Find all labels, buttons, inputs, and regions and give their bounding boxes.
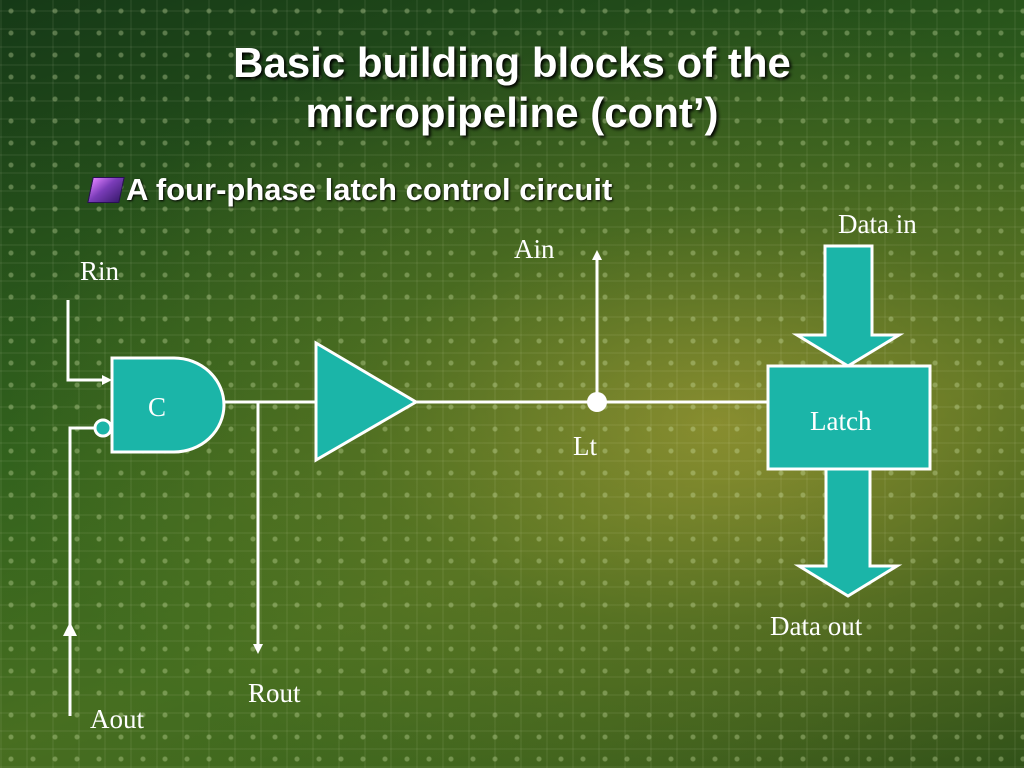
c-gate-label: C (148, 392, 166, 422)
data-in-label: Data in (838, 209, 917, 239)
aout-arrow-icon (63, 622, 77, 636)
ain-label: Ain (514, 234, 555, 264)
inverter-bubble (93, 418, 113, 438)
bullet-text: A four-phase latch control circuit (126, 172, 613, 207)
bullet-point: A four-phase latch control circuit (87, 172, 613, 208)
title-line-1: Basic building blocks of the (233, 39, 791, 86)
slide-title: Basic building blocks of the micropipeli… (0, 38, 1024, 138)
lt-label: Lt (573, 431, 597, 461)
title-line-2: micropipeline (cont’) (305, 89, 719, 136)
buffer-triangle (314, 340, 419, 463)
c-element-gate (110, 356, 226, 454)
aout-wire (68, 426, 96, 716)
rout-label: Rout (248, 678, 301, 708)
rin-wire (66, 300, 112, 385)
rin-label: Rin (80, 256, 120, 286)
aout-label: Aout (90, 704, 144, 734)
data-in-arrow (791, 244, 905, 368)
data-out-label: Data out (770, 611, 863, 641)
data-out-arrow (793, 467, 903, 598)
latch-label: Latch (810, 406, 872, 436)
